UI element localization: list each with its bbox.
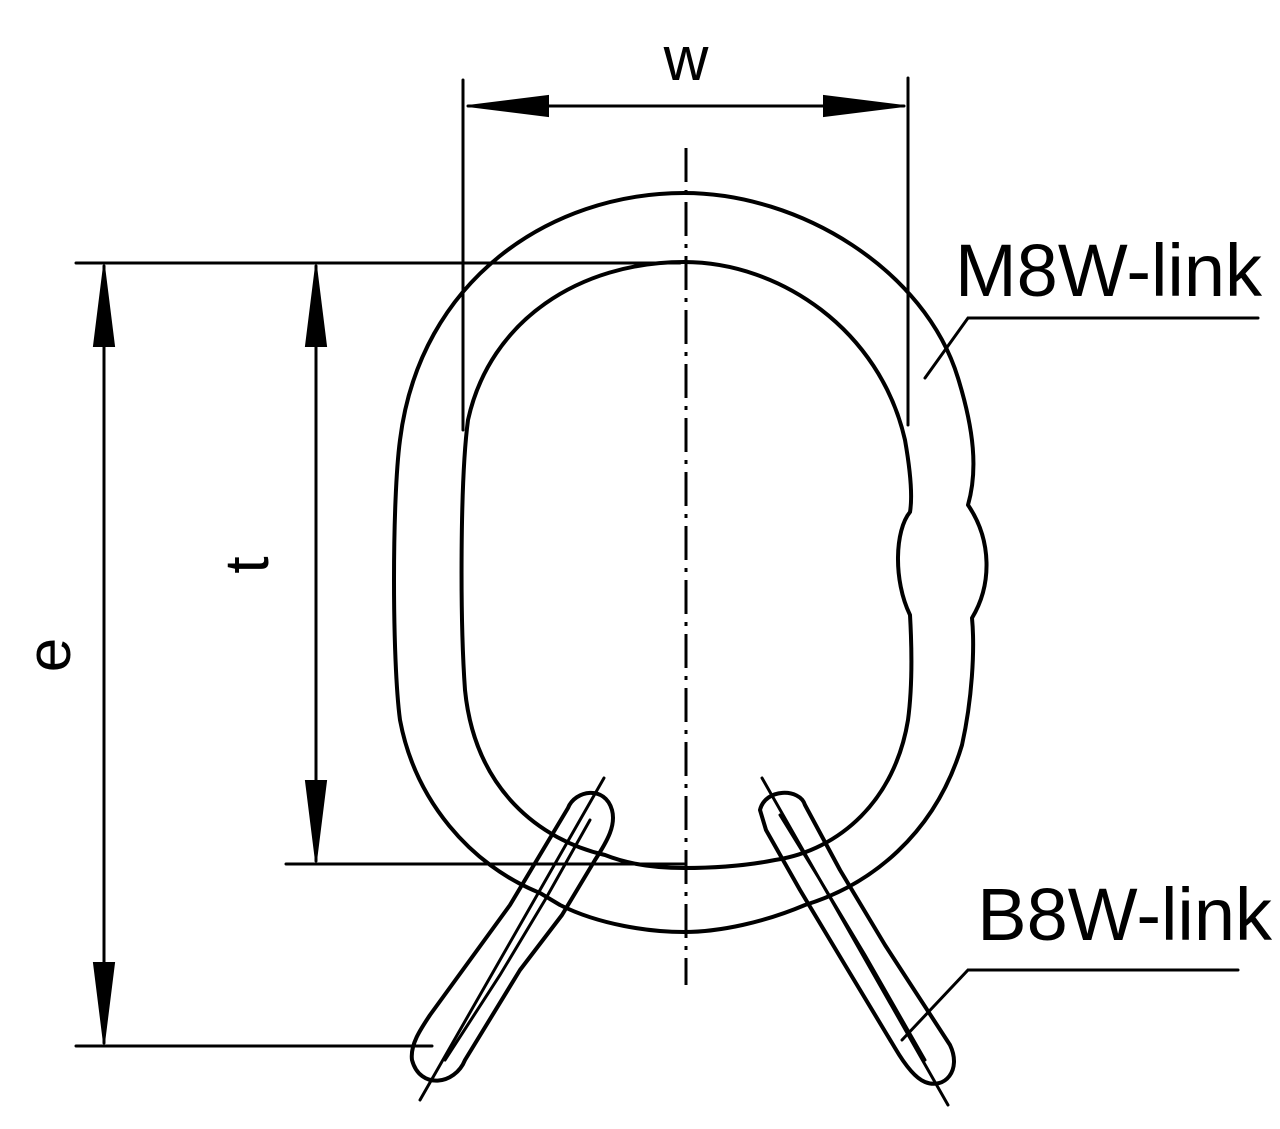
inner-length-dim-label: t [213, 556, 282, 573]
outer-length-dimension: e [15, 261, 682, 1048]
master-link-callout: M8W-link [923, 229, 1263, 380]
master-link-label: M8W-link [955, 229, 1263, 312]
master-link-outer [392, 191, 989, 934]
inner-length-dimension: t [213, 264, 686, 866]
master-link-inner [459, 260, 914, 870]
width-dimension: w [461, 25, 910, 432]
connecting-link-label: B8W-link [977, 873, 1273, 956]
left-connecting-link [409, 776, 615, 1102]
right-connecting-link [758, 776, 956, 1107]
connecting-link-callout: B8W-link [900, 873, 1273, 1042]
width-dim-label: w [663, 25, 709, 94]
outer-length-dim-label: e [15, 638, 84, 672]
